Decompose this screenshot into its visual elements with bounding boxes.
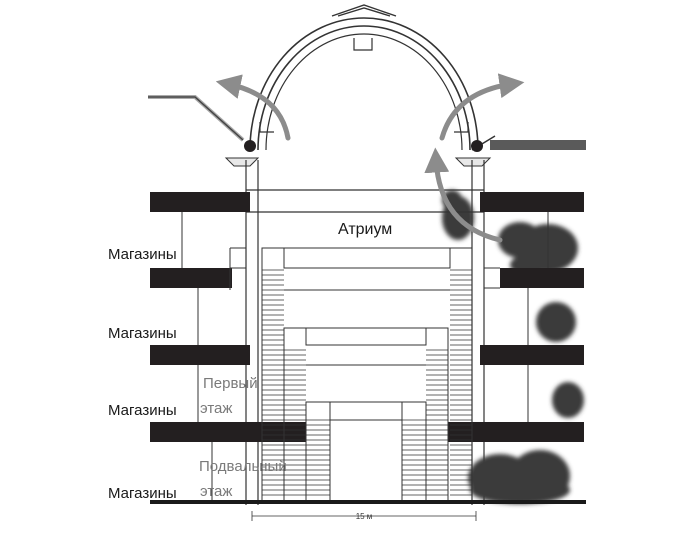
shops-label-3: Магазины xyxy=(108,402,177,419)
scale-label: 15 м xyxy=(356,512,373,521)
dome xyxy=(249,17,479,151)
shop-partitions xyxy=(181,212,549,500)
atrium-label: Атриум xyxy=(338,221,392,238)
column-caps xyxy=(224,140,492,167)
floor-slabs xyxy=(150,192,584,442)
shops-label-4: Магазины xyxy=(108,485,177,502)
atrium-beams xyxy=(246,189,484,213)
shops-label-2: Магазины xyxy=(108,325,177,342)
stair-frames xyxy=(261,247,473,500)
first-floor-label-line2: этаж xyxy=(200,400,232,417)
roof-canopies xyxy=(148,95,586,151)
first-floor-label-line1: Первый xyxy=(203,375,258,392)
roof-ridge xyxy=(331,4,397,17)
airflow-arrows xyxy=(215,73,525,243)
vent-flaps xyxy=(259,122,469,133)
stair-treads xyxy=(262,269,472,496)
basement-label-line2: этаж xyxy=(200,483,232,500)
scale-bar xyxy=(251,511,477,521)
shops-label-1: Магазины xyxy=(108,246,177,263)
basement-label-line1: Подвальный xyxy=(199,458,287,475)
ground-line xyxy=(150,500,586,504)
